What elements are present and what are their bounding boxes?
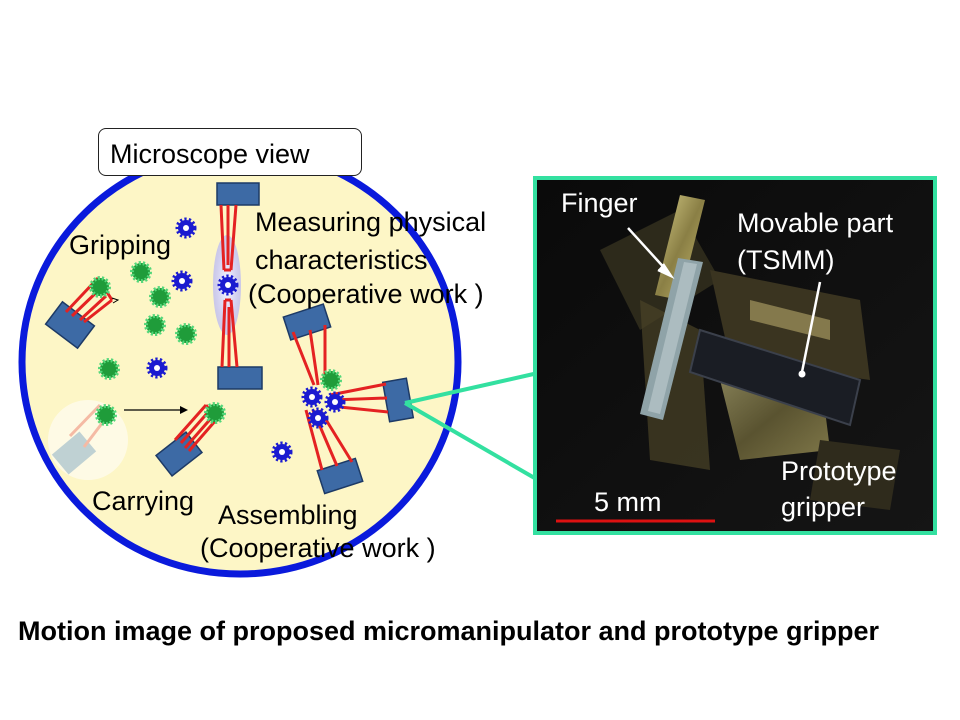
assembling-label: Assembling [218,500,358,530]
green-particle [89,276,111,298]
green-particles [89,261,342,426]
finger-label: Finger [561,188,638,218]
prototype-label-line2: gripper [781,492,866,522]
blue-particle-centers [154,225,338,455]
gripping-label: Gripping [69,230,172,260]
green-particle [98,358,120,380]
green-particle [320,369,342,391]
zoom-connector [403,371,540,482]
green-particle [204,402,226,424]
measuring-label-line2: characteristics [255,245,428,275]
microscope-view-label: Microscope view [110,139,310,169]
movable-part-label-line1: Movable part [737,208,894,238]
green-particle [175,323,197,345]
green-particle [130,261,152,283]
gripping-arrow [111,297,120,304]
microscope-view-label-box [98,128,362,176]
measuring-cooperative-label: (Cooperative work ) [248,279,484,309]
prototype-label-line1: Prototype [781,456,897,486]
measuring-label-line1: Measuring physical [255,207,487,237]
measuring-gripper [216,182,263,390]
photo-pointers [627,227,822,373]
movable-part-dot [798,370,806,378]
scale-label: 5 mm [594,487,662,517]
green-particle [144,314,166,336]
green-particle [149,286,171,308]
movable-part-label-line2: (TSMM) [737,245,835,275]
figure-caption: Motion image of proposed micromanipulato… [18,616,880,646]
carrying-arrow [124,406,188,414]
assembling-cooperative-label: (Cooperative work ) [200,533,436,563]
carrying-label: Carrying [92,486,195,516]
green-particle [95,404,117,426]
